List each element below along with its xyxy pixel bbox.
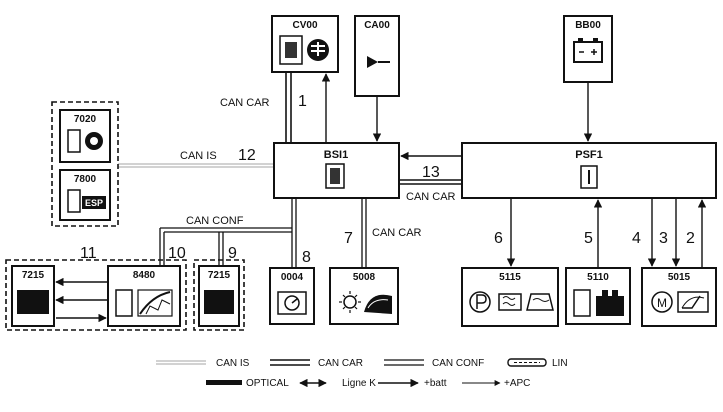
link-number-4: 4: [632, 230, 641, 247]
bb00-label: BB00: [575, 20, 601, 31]
bsi1-chip-icon: [325, 163, 345, 189]
link-number-13: 13: [422, 164, 440, 181]
battery-icon: [573, 38, 603, 63]
module-bb00: BB00: [563, 15, 613, 83]
module-7020: 7020: [59, 109, 111, 163]
svg-text:CAN CONF: CAN CONF: [432, 358, 484, 369]
group-7215-8480: [5, 259, 187, 331]
m7020-label: 7020: [74, 114, 97, 125]
legend-ligne-k: Ligne K: [299, 378, 376, 389]
module-5110: 5110: [565, 267, 631, 325]
legend-can-is: CAN IS: [156, 358, 250, 369]
m5115-label: 5115: [499, 272, 521, 283]
m0004-label: 0004: [281, 272, 304, 283]
label-can-car-7: CAN CAR: [372, 227, 422, 239]
rear-screen-icon: [498, 293, 522, 311]
module-7215-left: 7215: [11, 265, 55, 327]
motor-icon: M: [651, 291, 673, 313]
group-7020-7800: [51, 101, 119, 227]
rain-light-sensor-icon: [339, 291, 392, 314]
label-can-is: CAN IS: [180, 150, 217, 162]
legend-optical: OPTICAL: [206, 378, 289, 389]
m7800-chip-icon: [67, 189, 81, 213]
cv00-chip-icon: [279, 35, 303, 65]
wiper-icon: [677, 291, 709, 313]
link-12-can-is: [118, 163, 274, 168]
label-can-car-top: CAN CAR: [220, 97, 270, 109]
instrument-cluster-icon: [277, 291, 307, 315]
m7215-left-label: 7215: [22, 270, 45, 281]
link-number-2: 2: [686, 230, 695, 247]
m8480-label: 8480: [133, 270, 156, 281]
module-cv00: CV00: [271, 15, 339, 73]
link-1-can-car: [285, 72, 292, 143]
link-number-9: 9: [228, 245, 237, 262]
m7215-mid-label: 7215: [208, 270, 231, 281]
module-8480: 8480: [107, 265, 181, 327]
svg-text:Ligne K: Ligne K: [342, 378, 376, 389]
module-ca00: CA00: [354, 15, 400, 97]
legend-lin: LIN: [507, 358, 568, 369]
svg-text:+APC: +APC: [504, 378, 530, 389]
link-number-8: 8: [302, 249, 311, 266]
front-screen-icon: [526, 293, 554, 311]
link-number-6: 6: [494, 230, 503, 247]
link-number-1: 1: [298, 93, 307, 110]
psf1-label: PSF1: [575, 149, 603, 161]
m7800-label: 7800: [74, 174, 97, 185]
esp-icon: [82, 196, 106, 209]
motor-unit-icon: [596, 290, 624, 316]
legend-can-conf: CAN CONF: [384, 358, 484, 369]
display-screen-icon: [17, 290, 49, 314]
esp-text: ESP: [85, 198, 103, 208]
m5008-label: 5008: [353, 272, 376, 283]
module-bsi1: BSI1: [273, 142, 400, 199]
svg-text:LIN: LIN: [552, 358, 568, 369]
svg-text:+batt: +batt: [424, 378, 447, 389]
link-number-5: 5: [584, 230, 593, 247]
cv00-network-icon: [307, 39, 329, 61]
navigation-map-icon: [137, 289, 173, 317]
legend-batt: +batt: [378, 378, 447, 389]
link-8-can-conf: [159, 198, 297, 268]
module-7215-mid: 7215: [198, 265, 240, 327]
link-number-7: 7: [344, 230, 353, 247]
m5110-chip-icon: [573, 289, 591, 317]
label-can-car-13: CAN CAR: [406, 191, 456, 203]
svg-text:OPTICAL: OPTICAL: [246, 378, 289, 389]
svg-text:M: M: [657, 296, 667, 310]
module-psf1: PSF1: [461, 142, 717, 199]
m5110-label: 5110: [587, 272, 609, 283]
module-5015: 5015 M: [641, 267, 717, 327]
module-7800: 7800 ESP: [59, 169, 111, 221]
link-number-11: 11: [80, 245, 97, 262]
display-screen-icon-2: [204, 290, 234, 314]
link-13-can-car: [399, 179, 462, 185]
svg-text:CAN IS: CAN IS: [216, 358, 250, 369]
ca00-label: CA00: [364, 20, 390, 31]
link-7-can-car: [361, 198, 367, 268]
bsi1-label: BSI1: [324, 149, 348, 161]
module-5008: 5008: [329, 267, 399, 325]
legend: CAN IS CAN CAR CAN CONF LIN OPTICAL Lign…: [156, 358, 568, 389]
link-number-3: 3: [659, 230, 668, 247]
group-7215-mid: [193, 259, 245, 331]
label-can-conf: CAN CONF: [186, 215, 244, 227]
module-0004: 0004: [269, 267, 315, 325]
legend-apc: +APC: [462, 378, 530, 389]
psf1-fuse-icon: [580, 165, 598, 189]
m5015-label: 5015: [668, 272, 691, 283]
ignition-key-icon: [367, 56, 390, 68]
m7020-chip-icon: [67, 129, 81, 153]
link-number-12: 12: [238, 147, 256, 164]
svg-text:CAN CAR: CAN CAR: [318, 358, 363, 369]
cv00-label: CV00: [292, 20, 317, 31]
parking-icon: [469, 291, 491, 313]
m8480-chip-icon: [115, 289, 133, 317]
legend-can-car: CAN CAR: [270, 358, 363, 369]
link-number-10: 10: [168, 245, 186, 262]
module-5115: 5115: [461, 267, 559, 327]
